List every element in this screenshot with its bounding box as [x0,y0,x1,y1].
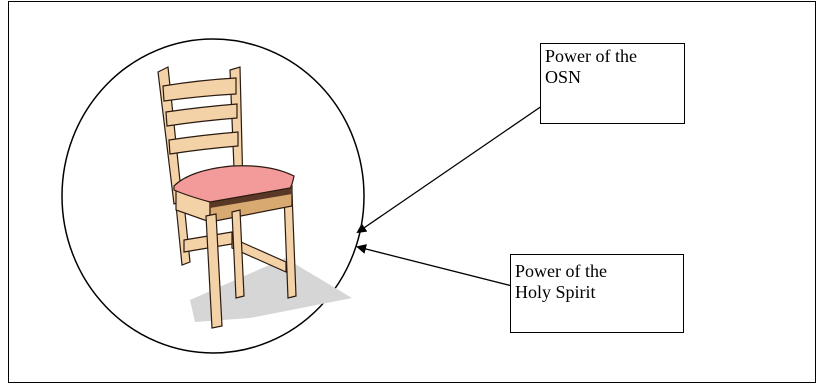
chair-front-left-leg [205,213,223,329]
label-osn-line2: OSN [545,67,582,87]
chair-slat-middle [165,103,238,127]
label-osn-line1: Power of the [545,46,637,66]
label-spirit-line2: Holy Spirit [515,282,596,302]
chair-stretcher-side [231,237,287,273]
chair-front-right-leg [231,209,245,299]
chair-slat-top [162,77,237,102]
chair-shadow [190,258,352,322]
diagram-frame [8,1,816,383]
label-power-of-osn: Power of the OSN [540,43,685,124]
arrow-holy-spirit [356,244,521,289]
chair-seat-cushion [173,165,295,203]
enclosing-circle [61,38,365,354]
arrow-osn [356,96,556,234]
chair-slat-bottom [168,131,239,155]
label-spirit-line1: Power of the [515,261,607,281]
chair-icon [157,66,352,329]
label-power-of-holy-spirit: Power of the Holy Spirit [510,254,684,333]
